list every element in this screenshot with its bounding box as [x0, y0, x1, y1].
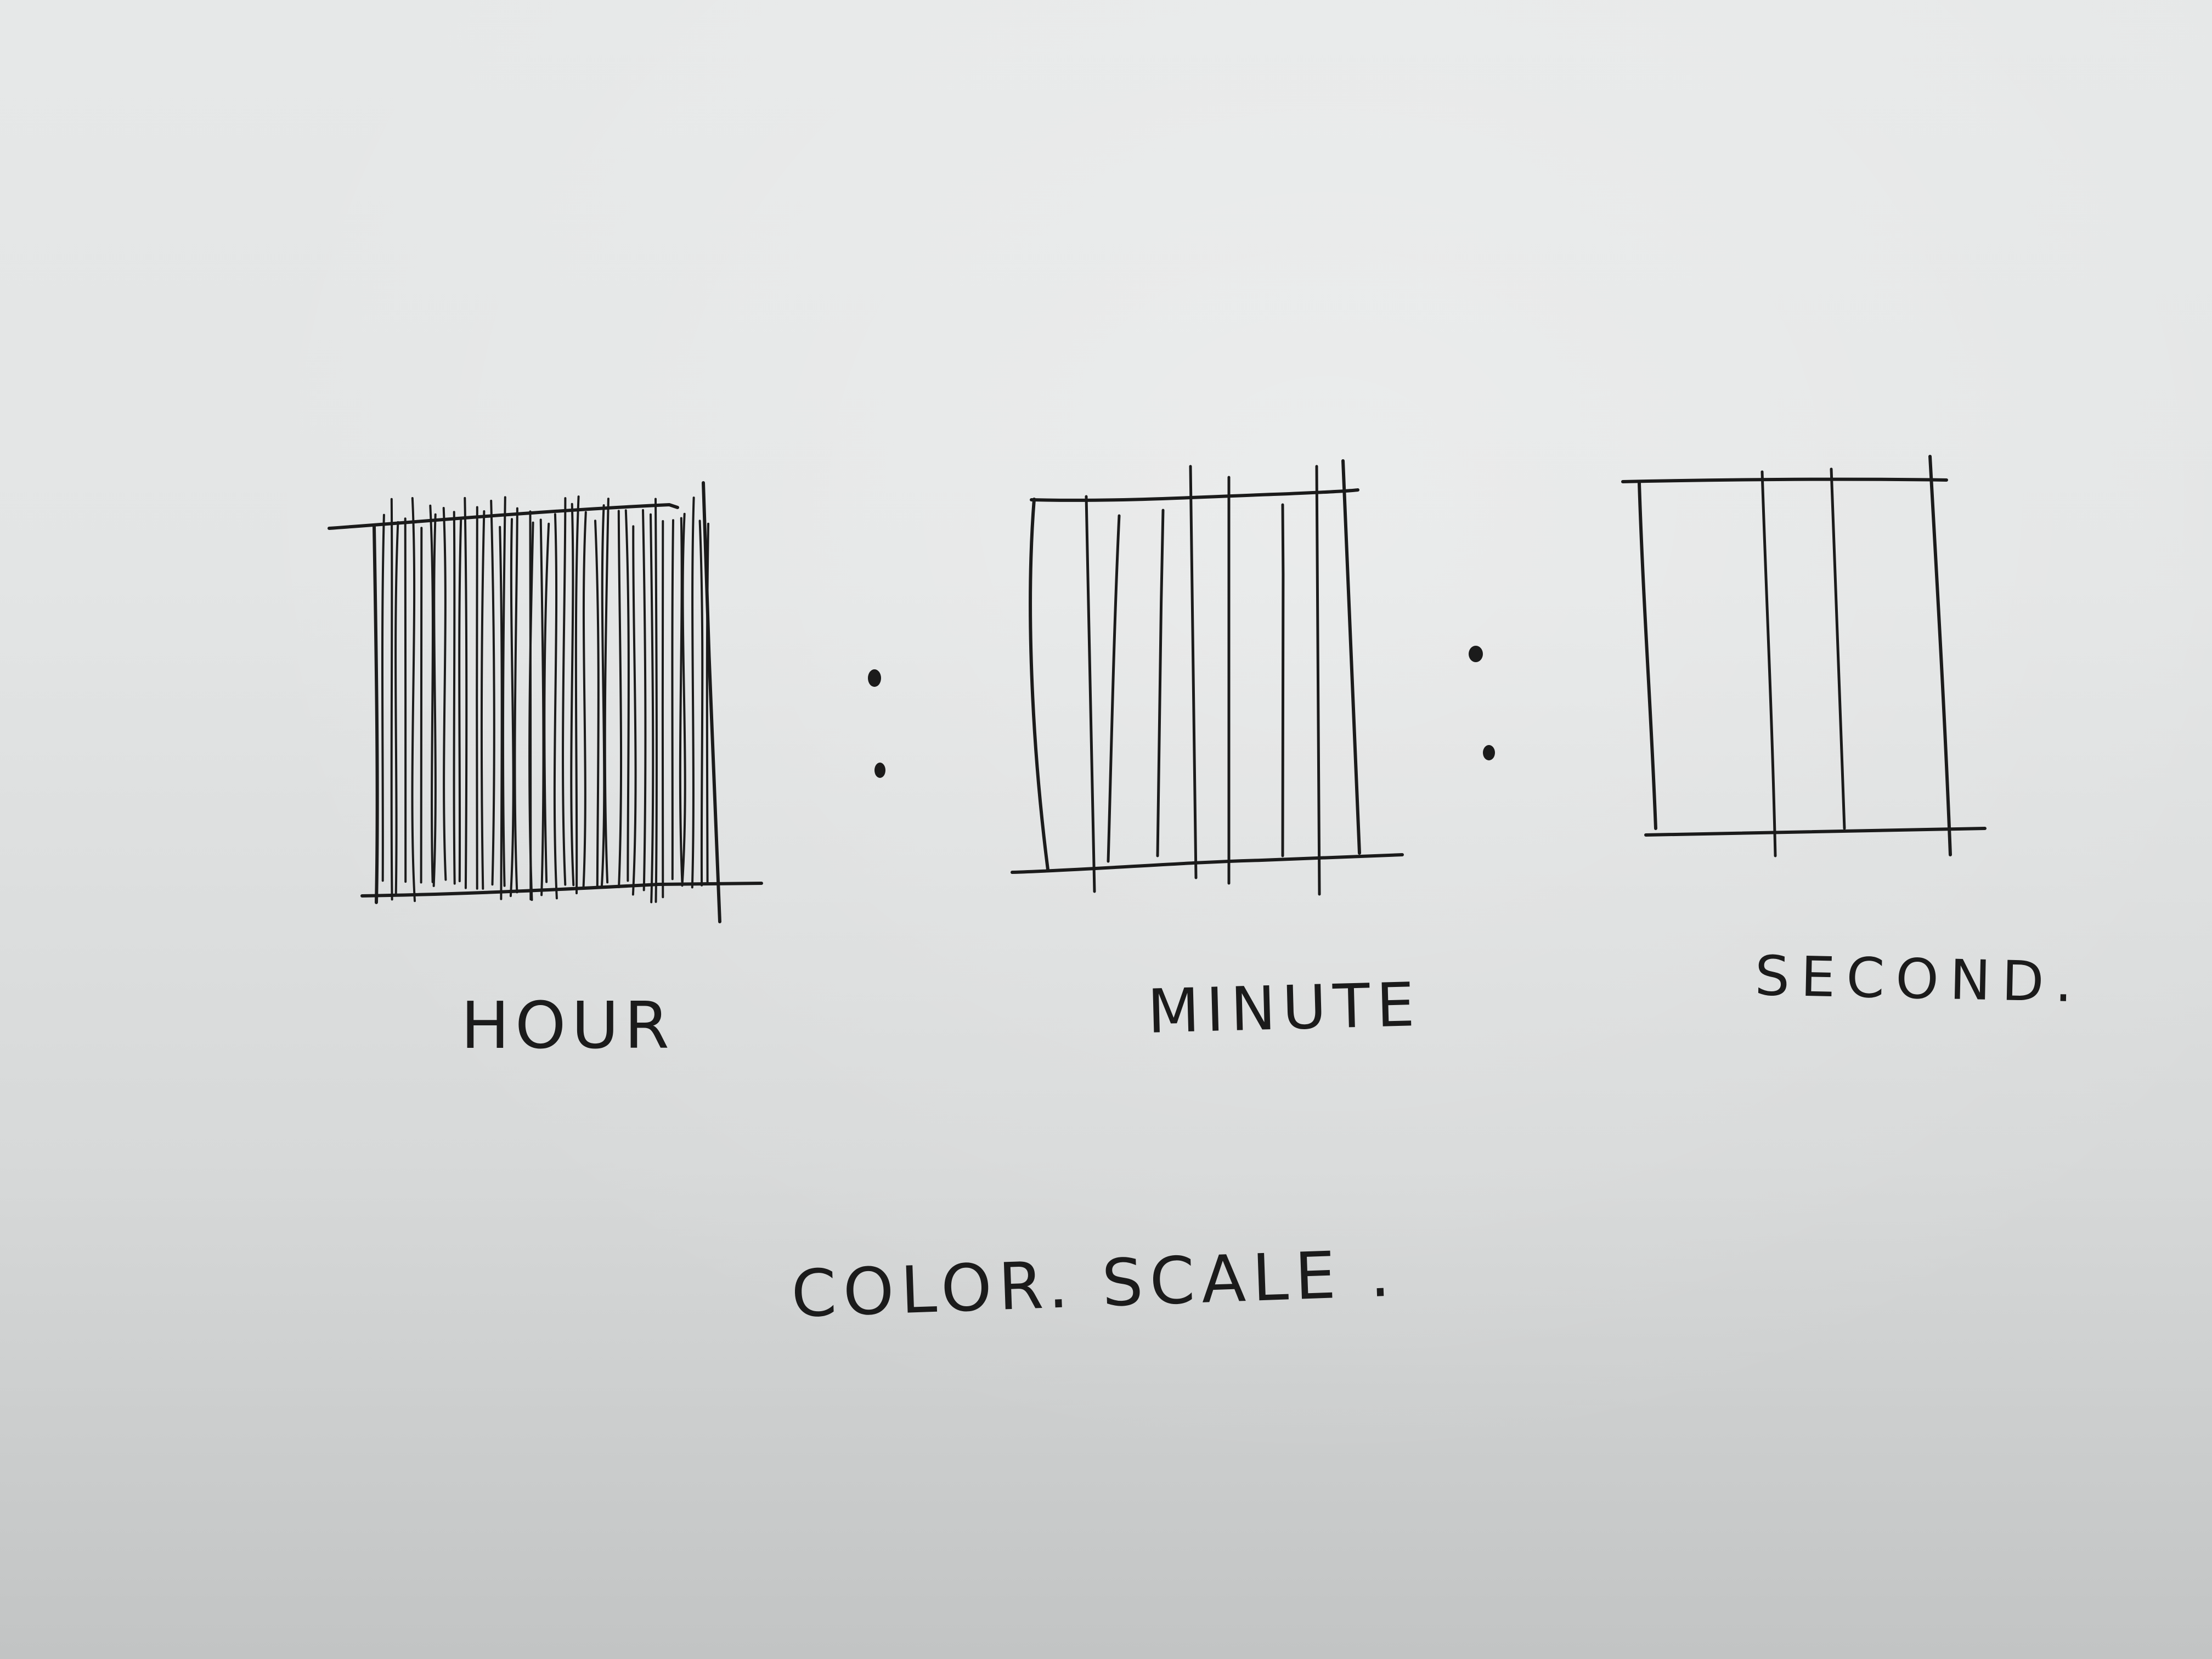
- second-box-left-edge: [1638, 481, 1657, 830]
- hour-box-right-edge: [702, 481, 721, 923]
- hour-sketch-line: [499, 526, 503, 900]
- hour-sketch-line: [509, 518, 515, 898]
- second-box-top-edge: [1621, 477, 1948, 483]
- hour-sketch-line: [650, 513, 654, 904]
- hour-sketch-line: [706, 522, 709, 883]
- minute-box: [1011, 459, 1404, 896]
- hour-sketch-line: [562, 497, 567, 886]
- hour-sketch-line: [594, 520, 600, 888]
- hour-box-bottom-edge: [360, 882, 763, 898]
- hour-sketch-line: [624, 509, 630, 882]
- hour-sketch-line: [698, 520, 704, 887]
- hour-sketch-line: [617, 510, 623, 888]
- hour-box-left-edge: [373, 525, 379, 904]
- second-label: SECOND.: [1754, 944, 2084, 1015]
- hour-sketch-line: [458, 517, 462, 883]
- hour-sketch-line: [681, 512, 686, 887]
- hour-sketch-line: [553, 513, 558, 900]
- hour-sketch-line: [539, 518, 545, 896]
- separator-2: [1469, 646, 1495, 760]
- minute-box-top-edge: [1030, 488, 1359, 502]
- hour-sketch-line: [574, 495, 580, 895]
- hour-sketch-line: [582, 511, 587, 889]
- hour-sketch-line: [671, 519, 674, 881]
- hour-sketch-line: [411, 497, 416, 902]
- minute-box-right-edge: [1341, 459, 1361, 855]
- hour-sketch-line: [603, 498, 610, 884]
- hour-sketch-line: [442, 507, 447, 881]
- hour-sketch-line: [429, 504, 434, 883]
- hour-sketch-line: [464, 496, 468, 889]
- hour-sketch-line: [501, 496, 506, 887]
- second-box-right-edge: [1928, 455, 1952, 856]
- hour-sketch-line: [631, 525, 637, 896]
- hour-sketch-line: [420, 527, 423, 884]
- hour-label: HOUR: [461, 988, 675, 1063]
- hour-sketch-line: [654, 498, 658, 903]
- hour-box-dense-lines: [381, 495, 709, 904]
- second-box-bottom-edge: [1644, 827, 1987, 837]
- hour-sketch-line: [600, 504, 606, 888]
- second-box-lines: [1760, 467, 1846, 857]
- separator-1: [868, 669, 885, 778]
- minute-box-bottom-edge: [1011, 853, 1404, 874]
- minute-label: MINUTE: [1147, 969, 1423, 1047]
- hour-sketch-line: [679, 517, 684, 883]
- hour-sketch-line: [528, 521, 534, 901]
- hour-sketch-line: [642, 509, 647, 891]
- minute-box-lines: [1085, 465, 1321, 896]
- hour-sketch-line: [432, 513, 437, 887]
- hour-sketch-line: [480, 510, 486, 890]
- second-box: [1621, 455, 1987, 857]
- hour-sketch-line: [381, 514, 385, 882]
- hour-sketch-line: [543, 522, 550, 883]
- hour-box: [328, 481, 763, 923]
- hour-sketch-line: [453, 511, 456, 885]
- hour-sketch-line: [404, 517, 407, 883]
- minute-box-left-edge: [1029, 498, 1049, 871]
- hour-sketch-line: [570, 503, 575, 887]
- hour-sketch-line: [514, 507, 518, 894]
- hour-box-top-edge: [328, 503, 679, 530]
- hour-sketch-line: [490, 499, 495, 886]
- hour-sketch-line: [394, 521, 399, 895]
- hour-sketch-line: [691, 496, 695, 889]
